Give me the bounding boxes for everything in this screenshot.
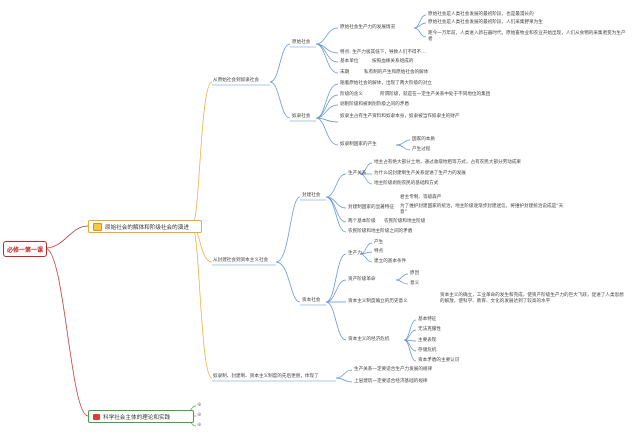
group-node[interactable]: 封建社会 <box>302 193 321 198</box>
collapsed-node-marker[interactable]: ⊕ <box>197 422 202 428</box>
topic-node[interactable]: 随着原始社会的解体，出现了两大阶级的对立 <box>340 81 432 86</box>
topic-node[interactable]: 资本主义制度确立的历史意义 <box>348 299 408 304</box>
collapsed-node-marker[interactable]: ⊕ <box>197 402 202 408</box>
detail-node[interactable]: 建立的基本条件 <box>374 259 407 264</box>
topic-node[interactable]: 阶级的含义 <box>340 92 363 97</box>
lightbulb-icon <box>93 222 102 231</box>
detail-node[interactable]: 君主专制、等级森严 <box>400 195 442 200</box>
topic-node[interactable]: 特点: 生产力极其低下，导致人们不得不… <box>340 50 426 55</box>
subtopic-node[interactable]: 奴隶制、封建制、资本主义制度的先后更替，体现了 <box>213 374 319 379</box>
topic-node[interactable]: 奴隶主占有生产资料和奴隶本身，奴隶被当作奴隶主的财产 <box>340 114 460 119</box>
topic-node[interactable]: 封建制国家的显著特征 <box>348 205 394 210</box>
detail-node[interactable]: 主要表现 <box>418 338 437 343</box>
detail-node[interactable]: 原因 <box>410 271 420 276</box>
group-node[interactable]: 资本社会 <box>302 298 321 303</box>
detail-node[interactable]: 私有制的产生和原始社会的解体 <box>364 70 429 75</box>
collapsed-node-marker[interactable]: ⊕ <box>197 412 202 418</box>
topic-node[interactable]: 两个基本阶级 <box>348 219 376 224</box>
detail-node[interactable]: 特点 <box>374 249 384 254</box>
branch-label: 原始社会的解体和阶级社会的演进 <box>105 224 189 231</box>
detail-node[interactable]: 农民阶级和地主阶级 <box>384 219 426 224</box>
detail-node[interactable]: 基本特征 <box>418 317 437 322</box>
topic-node[interactable]: 生产力 <box>348 251 362 256</box>
flag-icon <box>93 413 100 420</box>
branch-node-1[interactable]: 原始社会的解体和阶级社会的演进 <box>88 220 202 233</box>
root-node[interactable]: 必修一第一课 <box>3 241 47 257</box>
topic-node[interactable]: 生产关系 <box>348 171 367 176</box>
branch-node-2[interactable]: 科学社会主体的理论和实践 <box>88 410 194 423</box>
topic-node[interactable]: 原始社会生产力的发展情况 <box>340 25 396 30</box>
detail-node[interactable]: 距今一万年前，人类进入新石器时代，原始畜牧业和农业开始出现，人们从食物的采集者变… <box>428 31 626 42</box>
subtopic-node[interactable]: 从封建社会到资本主义社会 <box>213 258 269 263</box>
group-node[interactable]: 原始社会 <box>292 40 311 45</box>
subtopic-node[interactable]: 从原始社会到奴隶社会 <box>213 78 259 83</box>
detail-node[interactable]: 资本矛盾的主要认识 <box>418 358 460 363</box>
detail-node[interactable]: 意义 <box>410 281 420 286</box>
group-node[interactable]: 奴隶社会 <box>292 114 311 119</box>
topic-node[interactable]: 剥削阶级和被剥削阶级之间的矛盾 <box>340 102 409 107</box>
detail-node[interactable]: 原始社会是人类社会发展的最初阶段，人们采集野果为生 <box>428 20 543 25</box>
detail-node[interactable]: 地主占有绝大部分土地，通过收取地租等方式，占有农民大部分劳动成果 <box>374 160 522 165</box>
branch-label: 科学社会主体的理论和实践 <box>103 414 171 421</box>
topic-node[interactable]: 资产阶级革命 <box>348 277 376 282</box>
topic-node[interactable]: 基本单位 <box>340 59 359 64</box>
detail-node[interactable]: 为什么说封建制生产关系促进了生产力的发展 <box>374 171 466 176</box>
detail-node[interactable]: 无法克服性 <box>418 327 441 332</box>
detail-node[interactable]: 产生过程 <box>412 147 431 152</box>
topic-node[interactable]: 资本主义的经济危机 <box>348 337 390 342</box>
detail-node[interactable]: 国家的本质 <box>412 137 435 142</box>
detail-node[interactable]: 资本主义的确立，工业革命的发生和完成，使资产阶级生产力的巨大飞跃，促进了人类思想… <box>440 293 624 304</box>
detail-node[interactable]: 存储危机 <box>418 348 437 353</box>
topic-node[interactable]: 农民阶级和地主阶级之间的矛盾 <box>348 229 413 234</box>
detail-node[interactable]: 所谓阶级，就是在一定生产关系中处于不同地位的集团 <box>380 92 491 97</box>
detail-node[interactable]: 产生 <box>374 240 384 245</box>
topic-node[interactable]: 生产关系一定要适合生产力发展的规律 <box>354 367 433 372</box>
detail-node[interactable]: 原始社会是人类社会发展的最初阶段，也是最漫长的 <box>428 12 534 17</box>
detail-node[interactable]: 按照血缘关系组成的 <box>372 59 414 64</box>
topic-node[interactable]: 奴隶制国家的产生 <box>340 142 377 147</box>
detail-node[interactable]: 地主阶级剥削农民的基础和方式 <box>374 181 439 186</box>
topic-node[interactable]: 上层建筑一定要适合经济基础的规律 <box>354 379 428 384</box>
topic-node[interactable]: 末期 <box>340 70 350 75</box>
detail-node[interactable]: 为了维护封建国家的统治，地主阶级逐渐步封建迷信，将维护封建统治说成是“天意” <box>400 204 564 215</box>
